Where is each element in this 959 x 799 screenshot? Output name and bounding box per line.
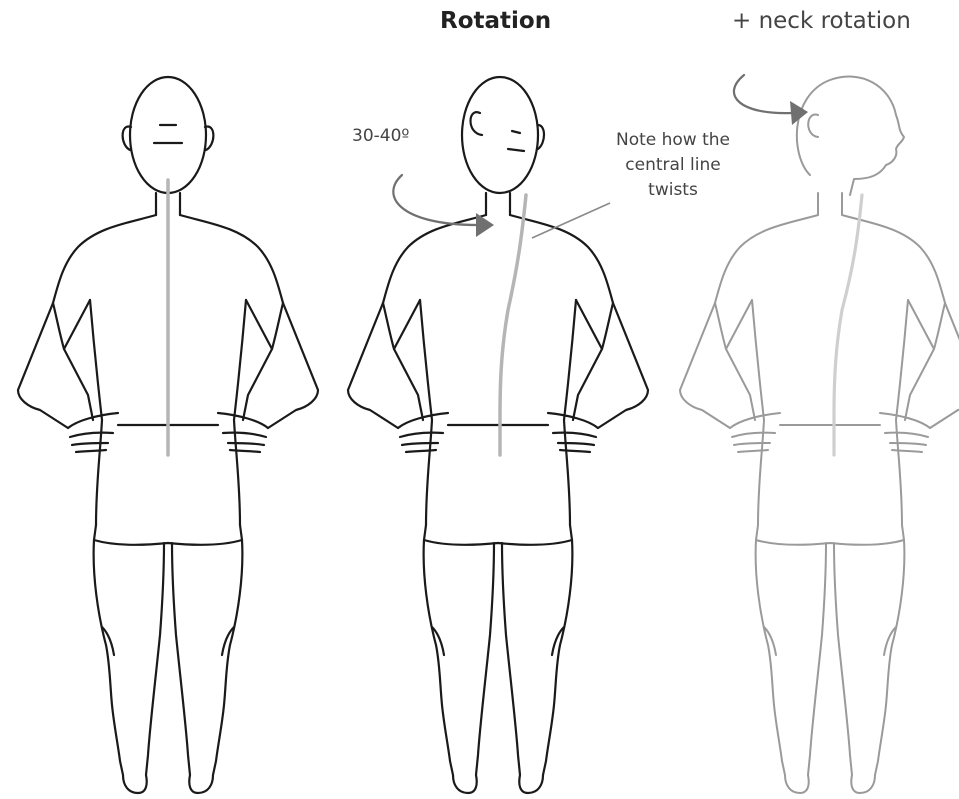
note-pointer-line [532, 203, 610, 238]
note-line-2: central line [578, 153, 768, 178]
rotation-angle-label: 30-40º [352, 126, 409, 146]
front-figure [18, 77, 318, 793]
torso-rotation-arrowhead [476, 213, 494, 237]
central-line-note: Note how the central line twists [578, 128, 768, 203]
note-line-3: twists [578, 178, 768, 203]
rotated-center-line [500, 195, 526, 455]
neck-rotation-arrow [734, 75, 792, 113]
note-line-1: Note how the [578, 128, 768, 153]
rotation-title: Rotation [440, 8, 551, 34]
neck-rotation-title: + neck rotation [732, 8, 911, 34]
neck-rotated-center-line [834, 195, 862, 455]
torso-rotation-arrow [393, 175, 478, 225]
